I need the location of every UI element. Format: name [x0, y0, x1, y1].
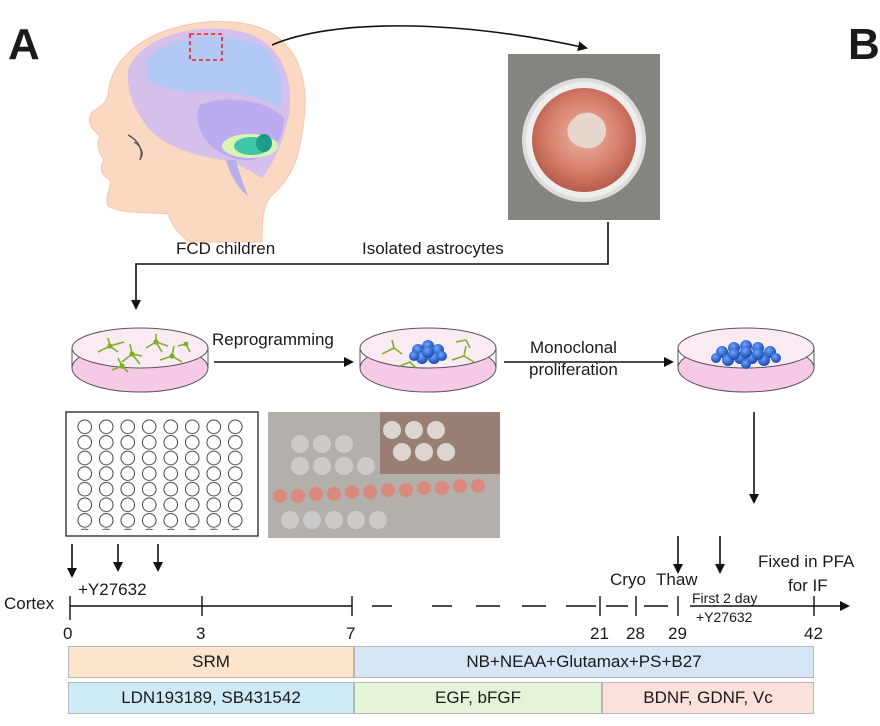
ldn-bar: LDN193189, SB431542: [68, 682, 354, 714]
tick-label: 42: [804, 624, 823, 643]
first-2-day-label: First 2 day: [692, 590, 758, 606]
for-if-label: for IF: [788, 576, 828, 595]
connector-arrow: [131, 222, 609, 310]
reprogramming-label: Reprogramming: [212, 330, 334, 349]
srm-bar: SRM: [68, 646, 354, 678]
bdnf-bar: BDNF, GDNF, Vc: [602, 682, 814, 714]
panel-label-b: B: [848, 20, 880, 69]
y27632-label: +Y27632: [78, 580, 147, 599]
isolated-astrocytes-label: Isolated astrocytes: [362, 239, 504, 258]
fcd-children-label: FCD children: [176, 239, 276, 258]
tick-label: 0: [63, 624, 73, 643]
tick-label: 21: [590, 624, 609, 643]
arrow-to-photo: [271, 25, 588, 52]
tissue-dish-photo: [508, 54, 660, 220]
child-head-illustration: [89, 21, 306, 243]
dish-reprogramming: [359, 327, 497, 393]
cortex-label: Cortex: [4, 594, 55, 613]
tick-label: 28: [626, 624, 645, 643]
96-well-plate: [65, 411, 259, 537]
tick-label: 29: [668, 624, 687, 643]
region-highlight-box: [189, 33, 223, 61]
egf-bar: EGF, bFGF: [354, 682, 602, 714]
thaw-label: Thaw: [656, 570, 698, 589]
tick-label: 7: [346, 624, 356, 643]
dish-astrocytes: [71, 327, 209, 393]
proliferation-label: proliferation: [529, 360, 618, 379]
timeline-axis: [69, 596, 850, 620]
timeline-arrows: [67, 536, 725, 578]
cryo-label: Cryo: [610, 570, 646, 589]
well-plate-photo: [268, 412, 500, 538]
fixed-pfa-label: Fixed in PFA: [758, 552, 855, 571]
dish-colony: [677, 327, 815, 393]
monoclonal-label: Monoclonal: [530, 338, 617, 357]
first-2-day-y27632-label: +Y27632: [696, 609, 753, 625]
panel-label-a: A: [8, 20, 40, 69]
nb-medium-bar: NB+NEAA+Glutamax+PS+B27: [354, 646, 814, 678]
tick-label: 3: [196, 624, 206, 643]
